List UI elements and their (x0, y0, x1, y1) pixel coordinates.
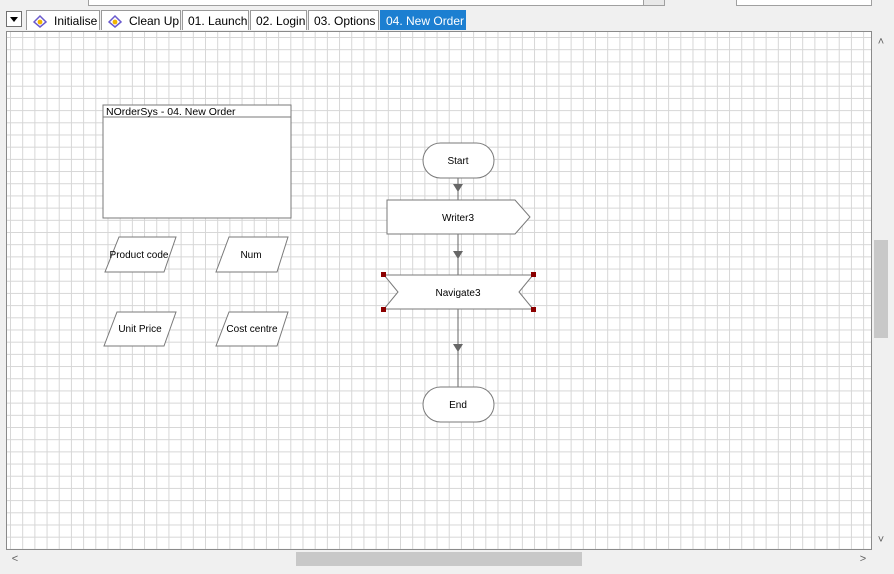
data-item-unit-price[interactable]: Unit Price (103, 311, 177, 347)
selection-handle[interactable] (381, 272, 386, 277)
flow-navigate-node[interactable]: Navigate3 (381, 272, 536, 312)
flow-end-node[interactable]: End (422, 386, 495, 423)
process-icon (107, 14, 123, 28)
tab-03-options[interactable]: 03. Options (308, 10, 379, 30)
tab-01-launch[interactable]: 01. Launch (182, 10, 249, 30)
horizontal-scrollbar[interactable]: < > (6, 550, 872, 568)
diagram-surface: NOrderSys - 04. New Order Product code N… (102, 104, 536, 423)
selection-handle[interactable] (531, 272, 536, 277)
data-item-num[interactable]: Num (215, 236, 289, 273)
node-label: Writer3 (442, 213, 474, 224)
tab-label: 01. Launch (188, 13, 248, 28)
arrow-down-icon (453, 251, 463, 259)
triangle-down-icon (10, 16, 18, 22)
tab-clean-up[interactable]: Clean Up (101, 10, 181, 30)
selection-handle[interactable] (381, 307, 386, 312)
tab-label: 04. New Order (386, 13, 465, 28)
tab-list-dropdown-button[interactable] (6, 11, 22, 27)
node-label: Navigate3 (435, 288, 480, 299)
arrow-down-icon (453, 184, 463, 192)
tab-label: 03. Options (314, 13, 376, 28)
tab-initialise[interactable]: Initialise (26, 10, 100, 30)
scroll-right-icon[interactable]: > (859, 553, 867, 565)
panel-title: NOrderSys - 04. New Order (106, 106, 236, 118)
scroll-up-icon[interactable]: ˄ (877, 36, 885, 48)
data-item-label: Unit Price (118, 324, 162, 335)
data-item-label: Cost centre (226, 324, 278, 335)
toolbar-field-button[interactable] (643, 0, 664, 5)
data-item-cost-centre[interactable]: Cost centre (215, 311, 289, 347)
horizontal-scroll-thumb[interactable] (296, 552, 582, 566)
data-item-label: Product code (110, 250, 169, 261)
flow-writer-node[interactable]: Writer3 (386, 199, 531, 235)
scroll-left-icon[interactable]: < (11, 553, 19, 565)
vertical-scroll-thumb[interactable] (874, 240, 888, 338)
selection-handle[interactable] (531, 307, 536, 312)
tab-label: Initialise (54, 13, 98, 28)
arrow-down-icon (453, 344, 463, 352)
process-icon (32, 14, 48, 28)
node-label: End (449, 400, 467, 411)
toolbar-field-secondary[interactable] (736, 0, 872, 6)
vertical-scrollbar[interactable]: ˄ ˅ (872, 31, 890, 550)
flow-connectors (453, 178, 463, 387)
tab-label: Clean Up (129, 13, 180, 28)
page-tab-bar: Initialise Clean Up 01. Launch 02. Login… (0, 9, 894, 31)
tab-04-new-order[interactable]: 04. New Order (380, 10, 466, 30)
scroll-down-icon[interactable]: ˅ (877, 534, 885, 546)
toolbar-strip (0, 0, 894, 8)
flow-start-node[interactable]: Start (422, 142, 495, 179)
toolbar-field[interactable] (88, 0, 665, 6)
tab-label: 02. Login (256, 13, 306, 28)
page-panel[interactable]: NOrderSys - 04. New Order (102, 104, 292, 219)
scrollbar-corner (872, 550, 890, 568)
diagram-canvas[interactable]: NOrderSys - 04. New Order Product code N… (6, 31, 872, 550)
data-item-product-code[interactable]: Product code (104, 236, 177, 273)
node-label: Start (447, 156, 468, 167)
tab-02-login[interactable]: 02. Login (250, 10, 307, 30)
data-item-label: Num (240, 250, 261, 261)
